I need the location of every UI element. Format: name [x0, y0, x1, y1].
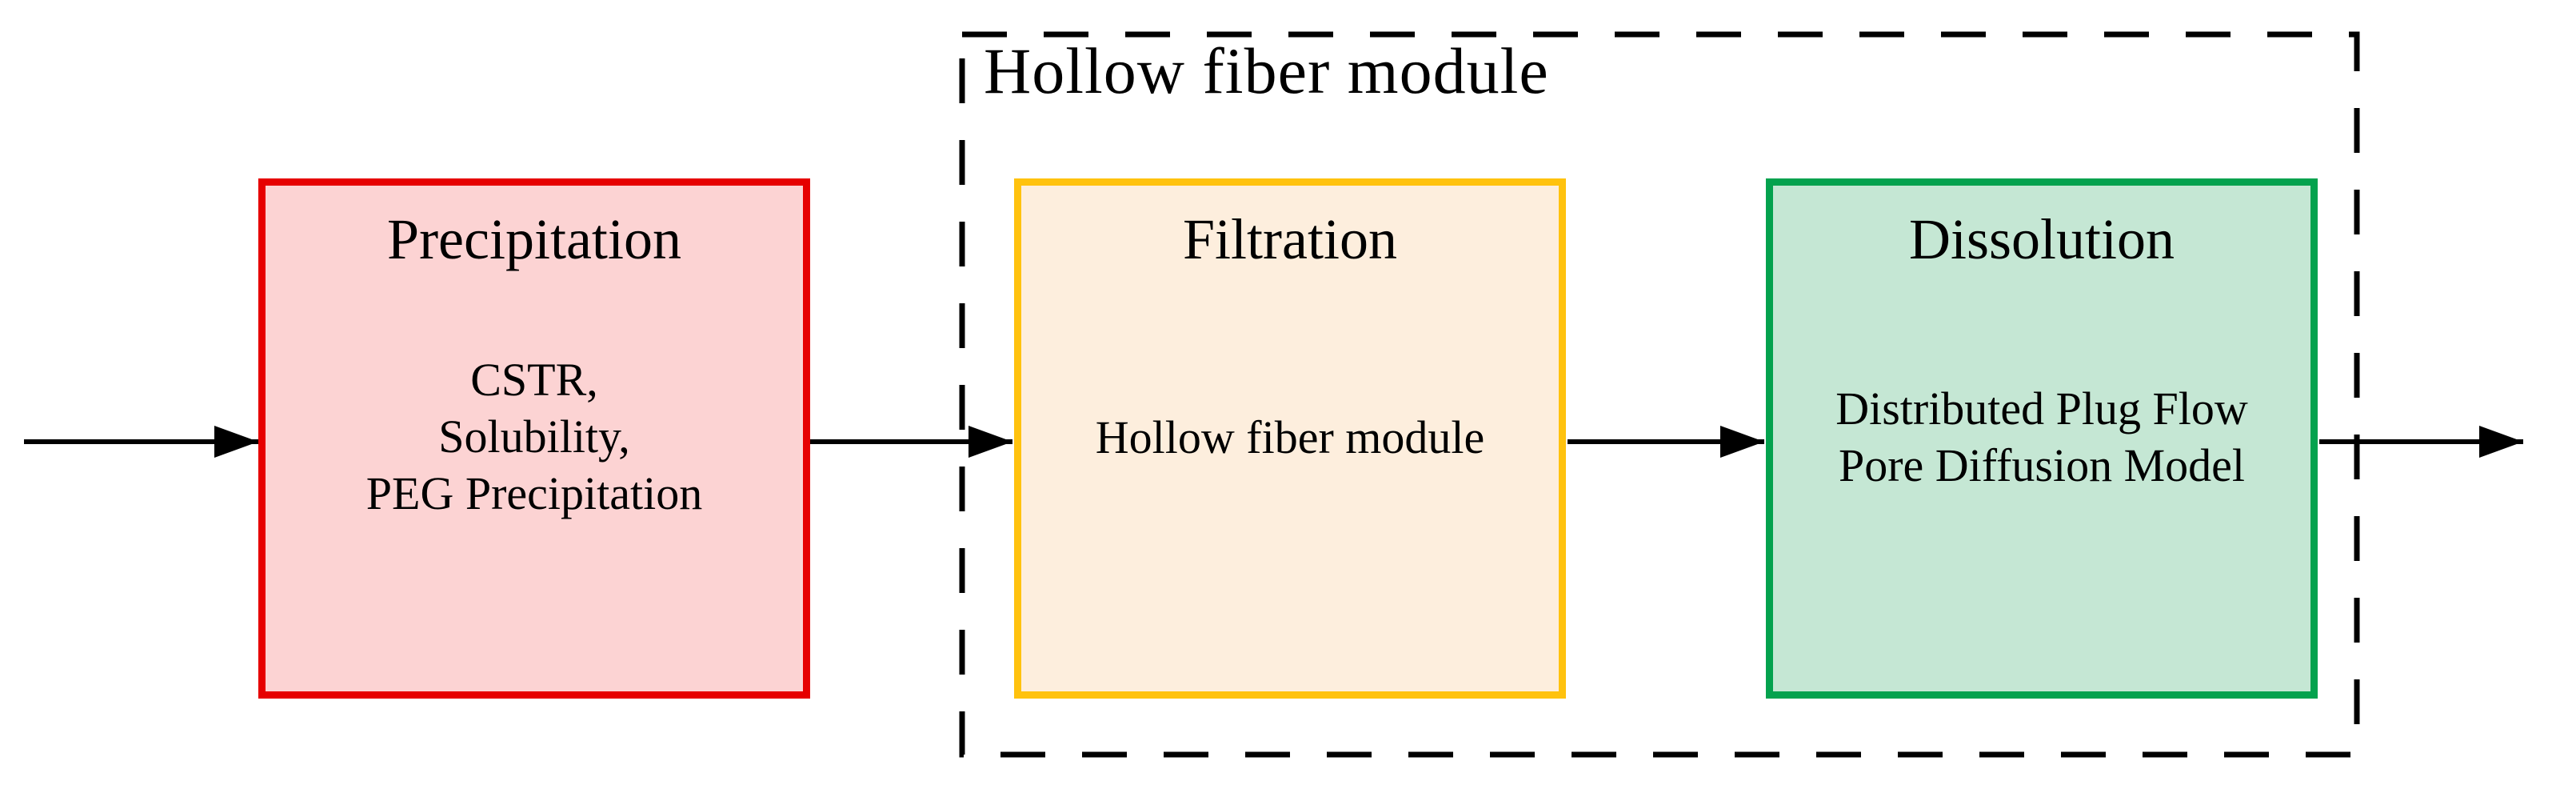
dissolution-model-line: Distributed Plug Flow — [1835, 382, 2248, 435]
precipitation-box: Precipitation CSTR, Solubility, PEG Prec… — [258, 178, 810, 699]
dissolution-model-line: Pore Diffusion Model — [1838, 439, 2245, 491]
hollow-fiber-module-group-label: Hollow fiber module — [984, 34, 1549, 107]
precipitation-model-list: CSTR, Solubility, PEG Precipitation — [266, 352, 803, 522]
precipitation-model-line: Solubility, — [438, 410, 630, 463]
filtration-box: Filtration Hollow fiber module — [1014, 178, 1566, 699]
precipitation-model-line: PEG Precipitation — [365, 467, 703, 519]
dissolution-model-list: Distributed Plug Flow Pore Diffusion Mod… — [1773, 381, 2310, 494]
precipitation-title: Precipitation — [387, 207, 681, 271]
precipitation-model-line: CSTR, — [470, 353, 598, 406]
hollow-fiber-module-group-border — [959, 31, 2360, 758]
filtration-model-line: Hollow fiber module — [1095, 411, 1485, 463]
dissolution-box: Dissolution Distributed Plug Flow Pore D… — [1766, 178, 2318, 699]
filtration-model-list: Hollow fiber module — [1021, 410, 1559, 467]
filtration-title: Filtration — [1183, 207, 1397, 271]
dissolution-title: Dissolution — [1908, 207, 2175, 271]
